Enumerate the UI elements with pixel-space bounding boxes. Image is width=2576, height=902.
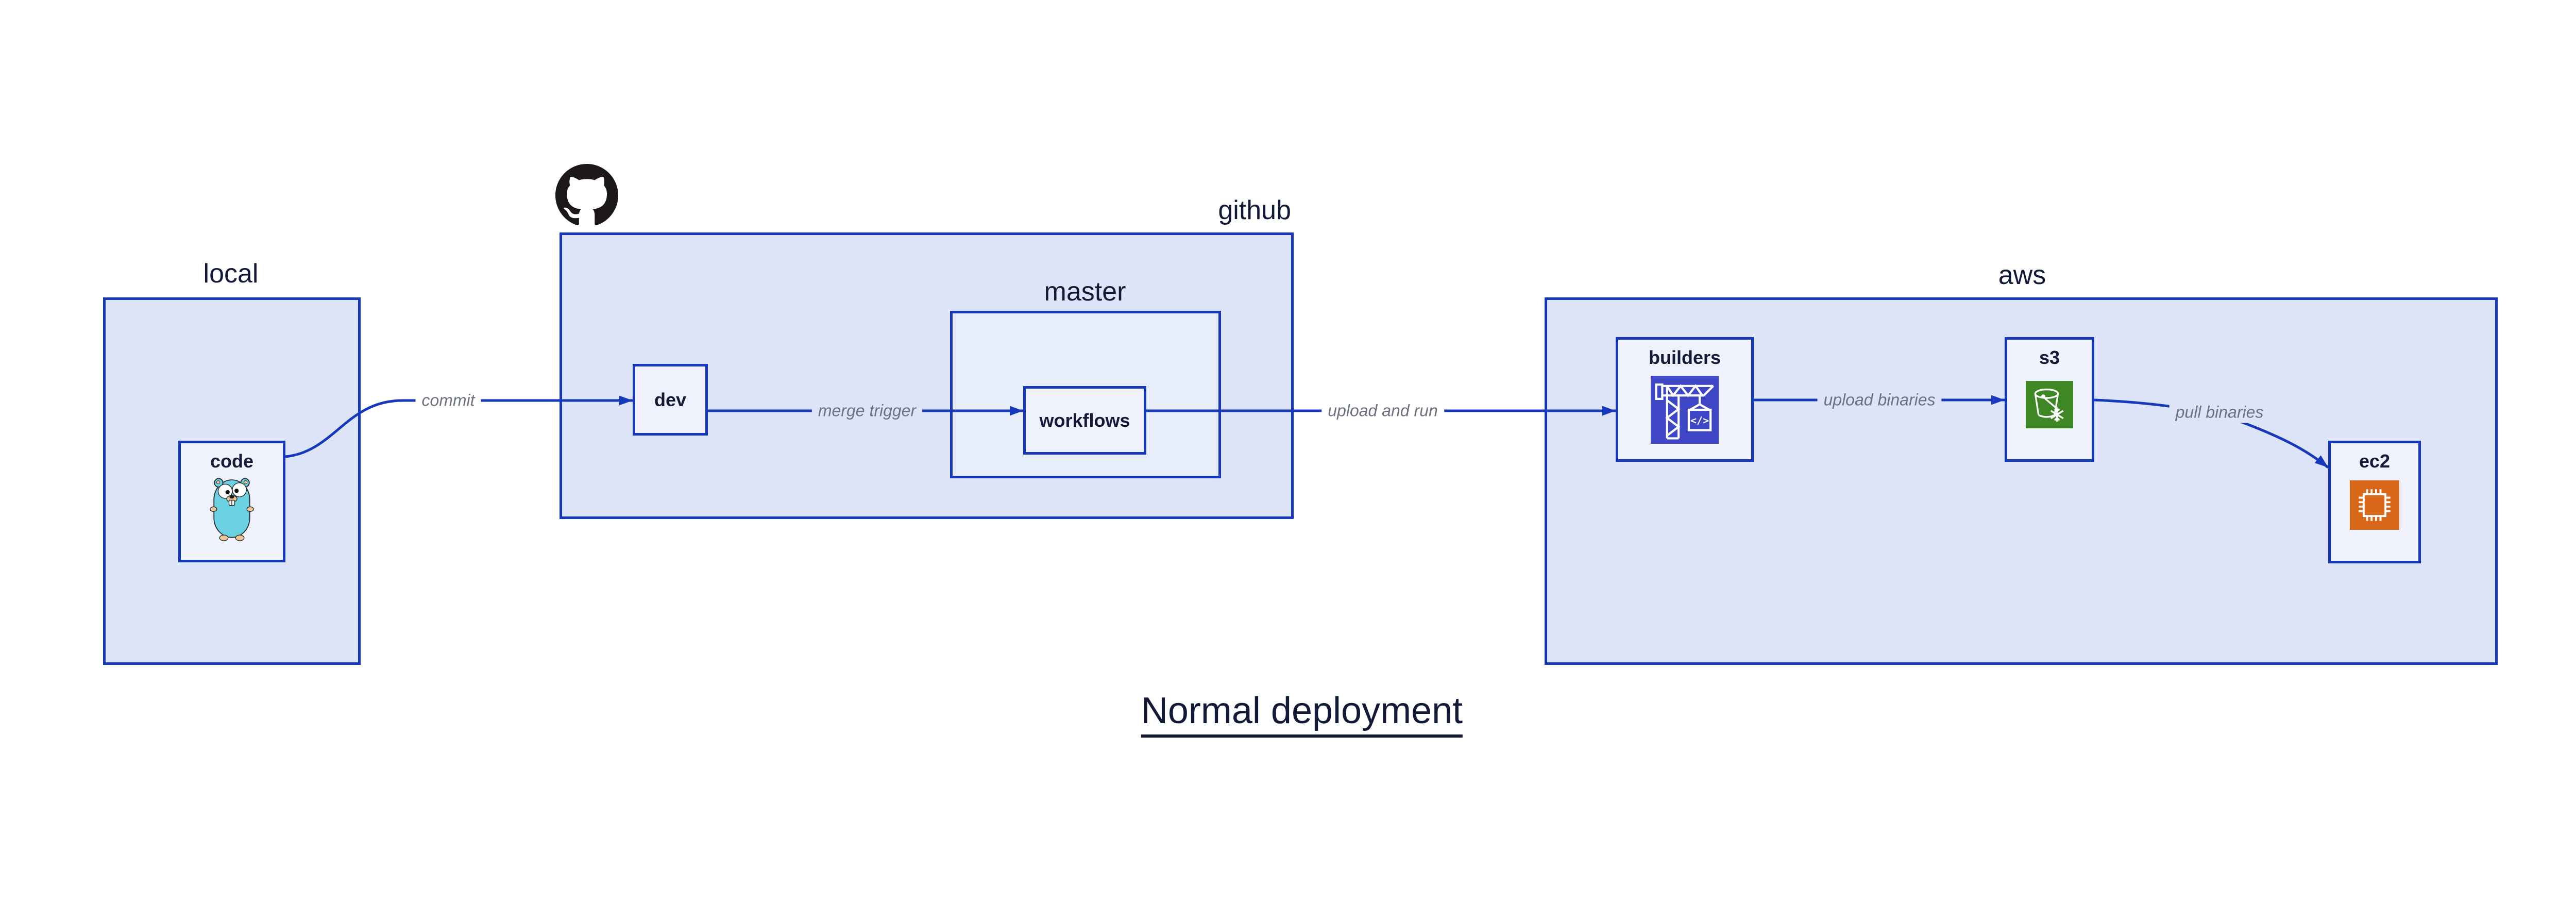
dev-node-label: dev — [654, 389, 687, 410]
edge-label-upload-binaries: upload binaries — [1817, 389, 1942, 411]
github-octocat-icon — [555, 164, 618, 225]
go-gopher-icon — [210, 478, 254, 541]
local-container-label: local — [203, 259, 259, 289]
code-node: code — [178, 441, 285, 562]
edge-label-merge-trigger: merge trigger — [811, 400, 923, 422]
edge-label-pull-binaries: pull binaries — [2169, 402, 2270, 423]
edge-label-upload-and-run: upload and run — [1321, 400, 1444, 422]
github-container-label: github — [1218, 195, 1291, 225]
ec2-node: ec2 — [2328, 441, 2421, 563]
aws-container-label: aws — [1998, 260, 2046, 290]
codebuild-glyph: </> — [1690, 415, 1709, 427]
codebuild-crane-icon: </> — [1651, 376, 1719, 444]
code-node-label: code — [210, 450, 254, 472]
builders-node: builders </> — [1616, 337, 1754, 462]
s3-node-label: s3 — [2039, 347, 2060, 368]
edge-label-commit: commit — [415, 390, 481, 411]
workflows-node-label: workflows — [1039, 409, 1130, 431]
builders-node-label: builders — [1648, 347, 1721, 368]
ec2-node-label: ec2 — [2359, 450, 2391, 472]
dev-node: dev — [633, 364, 708, 436]
workflows-node: workflows — [1023, 386, 1146, 455]
diagram-title: Normal deployment — [1141, 690, 1463, 738]
ec2-chip-icon — [2350, 480, 2399, 530]
s3-node: s3 — [2005, 337, 2094, 462]
s3-bucket-snowflake-icon — [2026, 381, 2073, 428]
master-container-label: master — [1044, 277, 1126, 307]
